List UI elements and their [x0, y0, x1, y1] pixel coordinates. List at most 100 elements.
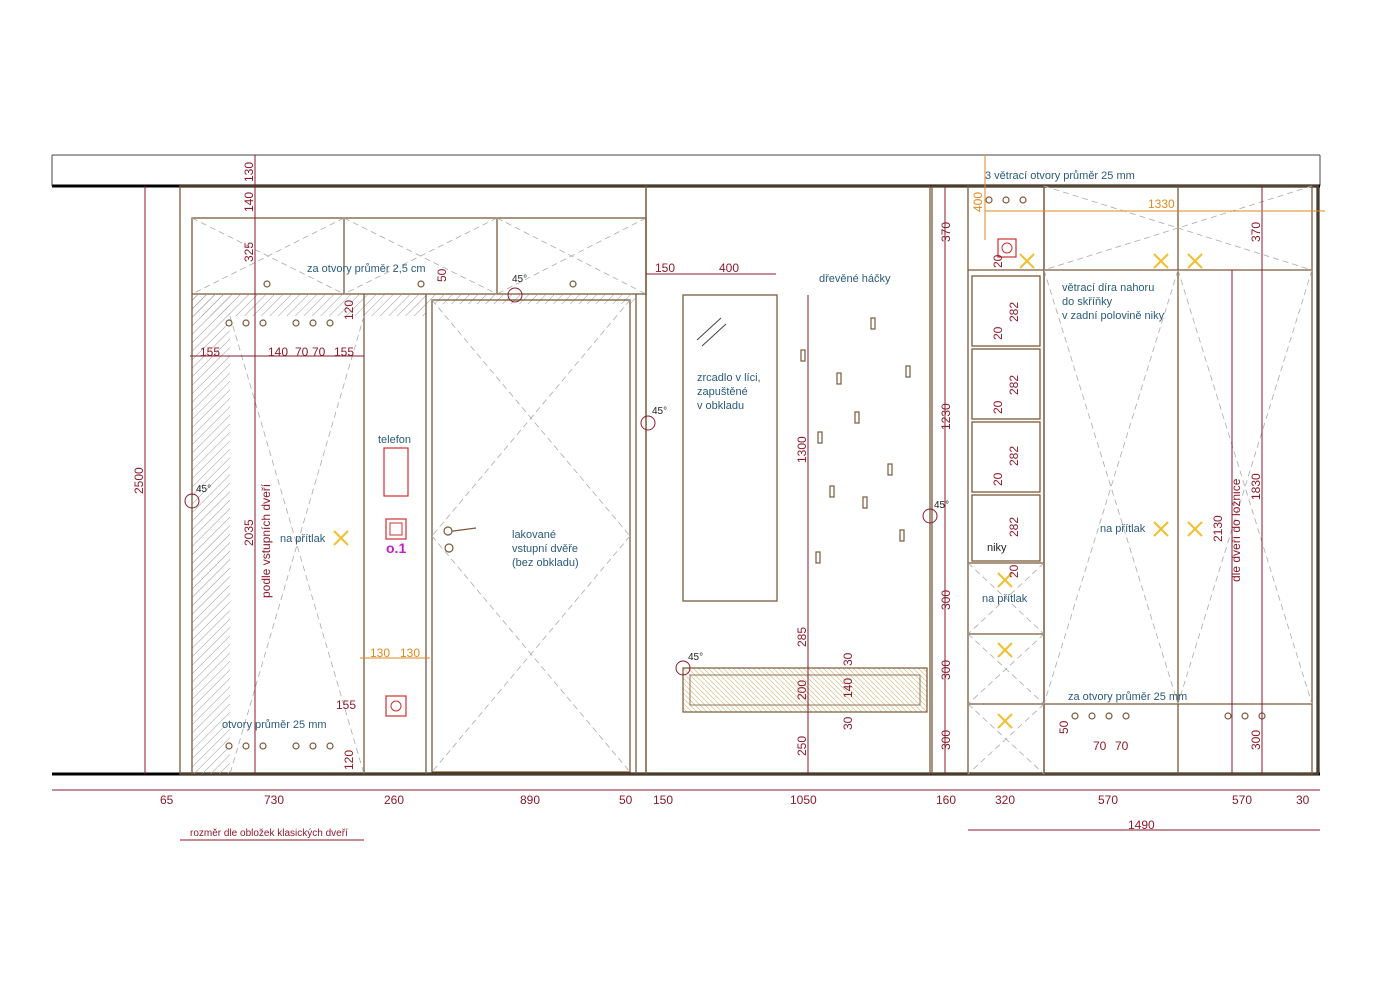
dim-325: 325 — [242, 242, 256, 262]
dim-65: 65 — [160, 793, 174, 807]
angle-a: 45° — [512, 274, 527, 285]
dim-250: 250 — [795, 736, 809, 756]
dim-260: 260 — [384, 793, 404, 807]
entry-door[interactable] — [431, 299, 631, 773]
dim-370-right: 370 — [1249, 222, 1263, 242]
mirror-note-2: zapuštěné — [697, 386, 748, 398]
dim-300b: 300 — [939, 660, 953, 680]
dim-282a: 282 — [1007, 302, 1021, 322]
dim-2130: 2130 — [1211, 515, 1225, 542]
door-casing-hatch — [191, 294, 637, 774]
dim-370: 370 — [939, 222, 953, 242]
hooks-label: dřevěné háčky — [819, 273, 891, 285]
dim-30a: 30 — [841, 652, 855, 666]
dim-70-right-a: 70 — [1093, 739, 1107, 753]
dim-50-top: 50 — [435, 268, 449, 282]
mirror-panel — [645, 185, 931, 775]
dim-120-top: 120 — [342, 300, 356, 320]
vent-hole-1: větrací díra nahoru — [1062, 282, 1154, 294]
bedroom-door-note: dle dveří do ložnice — [1229, 478, 1243, 582]
door-casing-note: rozměr dle obložek klasických dveří — [190, 828, 348, 839]
push-mid-label: na přítlak — [982, 593, 1028, 605]
note-holes-25cm: za otvory průměr 2,5 cm — [307, 263, 426, 275]
labels: 3 větrací otvory průměr 25 mm za otvory … — [196, 170, 1187, 731]
dim-200: 200 — [795, 680, 809, 700]
dim-70a: 70 — [295, 345, 309, 359]
dim-20e: 20 — [1007, 564, 1021, 578]
dim-1330: 1330 — [1148, 197, 1175, 211]
dim-300c: 300 — [939, 730, 953, 750]
dim-282b: 282 — [1007, 375, 1021, 395]
dim-140: 140 — [242, 192, 256, 212]
hole-dimensions: 155 140 70 70 155 155 130 130 — [200, 345, 420, 712]
dim-300a: 300 — [939, 590, 953, 610]
dim-570b: 570 — [1232, 793, 1252, 807]
note-holes-right: za otvory průměr 25 mm — [1068, 691, 1187, 703]
vent-hole-2: do skříňky — [1062, 296, 1113, 308]
mid-vertical-dimensions: 370 1230 300 300 300 — [939, 222, 953, 750]
phone-label: telefon — [378, 434, 411, 446]
niche-dimensions: 20 282 20 282 20 282 20 282 20 — [991, 254, 1021, 578]
dim-730: 730 — [264, 793, 284, 807]
dim-130a: 130 — [370, 646, 390, 660]
entry-door-height-note: podle vstupních dveří — [259, 483, 273, 598]
angle-b: 45° — [196, 484, 211, 495]
note-holes-left: otvory průměr 25 mm — [222, 719, 327, 731]
bottom-dimensions: 65 730 260 890 50 150 1050 160 320 570 5… — [160, 793, 1310, 839]
dim-1300: 1300 — [795, 436, 809, 463]
door-note-2: vstupní dvěře — [512, 543, 578, 555]
dim-130b: 130 — [400, 646, 420, 660]
right-dimensions: 1330 400 370 2130 dle dveří do ložnice 1… — [971, 192, 1263, 753]
dim-30: 30 — [1296, 793, 1310, 807]
dim-300-right: 300 — [1249, 730, 1263, 750]
dim-400: 400 — [719, 261, 739, 275]
dim-570a: 570 — [1098, 793, 1118, 807]
dim-285: 285 — [795, 627, 809, 647]
dim-2035: 2035 — [242, 519, 256, 546]
push-right-label: na přítlak — [1100, 523, 1146, 535]
dim-1490: 1490 — [1128, 818, 1155, 832]
dim-890: 890 — [520, 793, 540, 807]
phone-box — [383, 447, 409, 717]
angle-markers — [184, 287, 938, 676]
door-note-3: (bez obkladu) — [512, 557, 579, 569]
dim-155a: 155 — [200, 345, 220, 359]
mirror-dimensions: 150 400 1300 285 200 250 30 140 30 — [655, 261, 855, 756]
dim-150: 150 — [653, 793, 673, 807]
dim-30b: 30 — [841, 716, 855, 730]
dim-140: 140 — [841, 678, 855, 698]
note-vent-top: 3 větrací otvory průměr 25 mm — [985, 170, 1135, 182]
dim-130: 130 — [242, 162, 256, 182]
dim-20d: 20 — [991, 472, 1005, 486]
dimension-lines — [52, 155, 1325, 841]
dim-50: 50 — [619, 793, 633, 807]
push-marks — [333, 253, 1203, 729]
holes — [225, 196, 1266, 750]
angle-c: 45° — [652, 406, 667, 417]
push-left-label: na přítlak — [280, 533, 326, 545]
dim-140: 140 — [268, 345, 288, 359]
right-wardrobe — [931, 185, 1319, 775]
dim-1230: 1230 — [939, 403, 953, 430]
mirror-note-3: v obkladu — [697, 400, 744, 412]
dim-2500: 2500 — [132, 467, 146, 494]
door-note-1: lakované — [512, 529, 556, 541]
left-vertical-dimensions: 130 140 325 2500 2035 podle vstupních dv… — [132, 162, 449, 770]
dim-1830: 1830 — [1249, 473, 1263, 500]
dim-282d: 282 — [1007, 517, 1021, 537]
dim-320: 320 — [995, 793, 1015, 807]
dim-155b: 155 — [334, 345, 354, 359]
mirror-note-1: zrcadlo v líci, — [697, 372, 761, 384]
vent-hole-3: v zadní polovině niky — [1062, 310, 1165, 322]
dim-20c: 20 — [991, 400, 1005, 414]
dim-160: 160 — [936, 793, 956, 807]
dim-400: 400 — [971, 192, 985, 212]
angle-d: 45° — [934, 500, 949, 511]
dim-155c: 155 — [336, 698, 356, 712]
dim-20b: 20 — [991, 326, 1005, 340]
marker-o1: o.1 — [386, 540, 406, 556]
dim-70b: 70 — [312, 345, 326, 359]
dim-1050: 1050 — [790, 793, 817, 807]
dim-282c: 282 — [1007, 446, 1021, 466]
angle-e: 45° — [688, 652, 703, 663]
